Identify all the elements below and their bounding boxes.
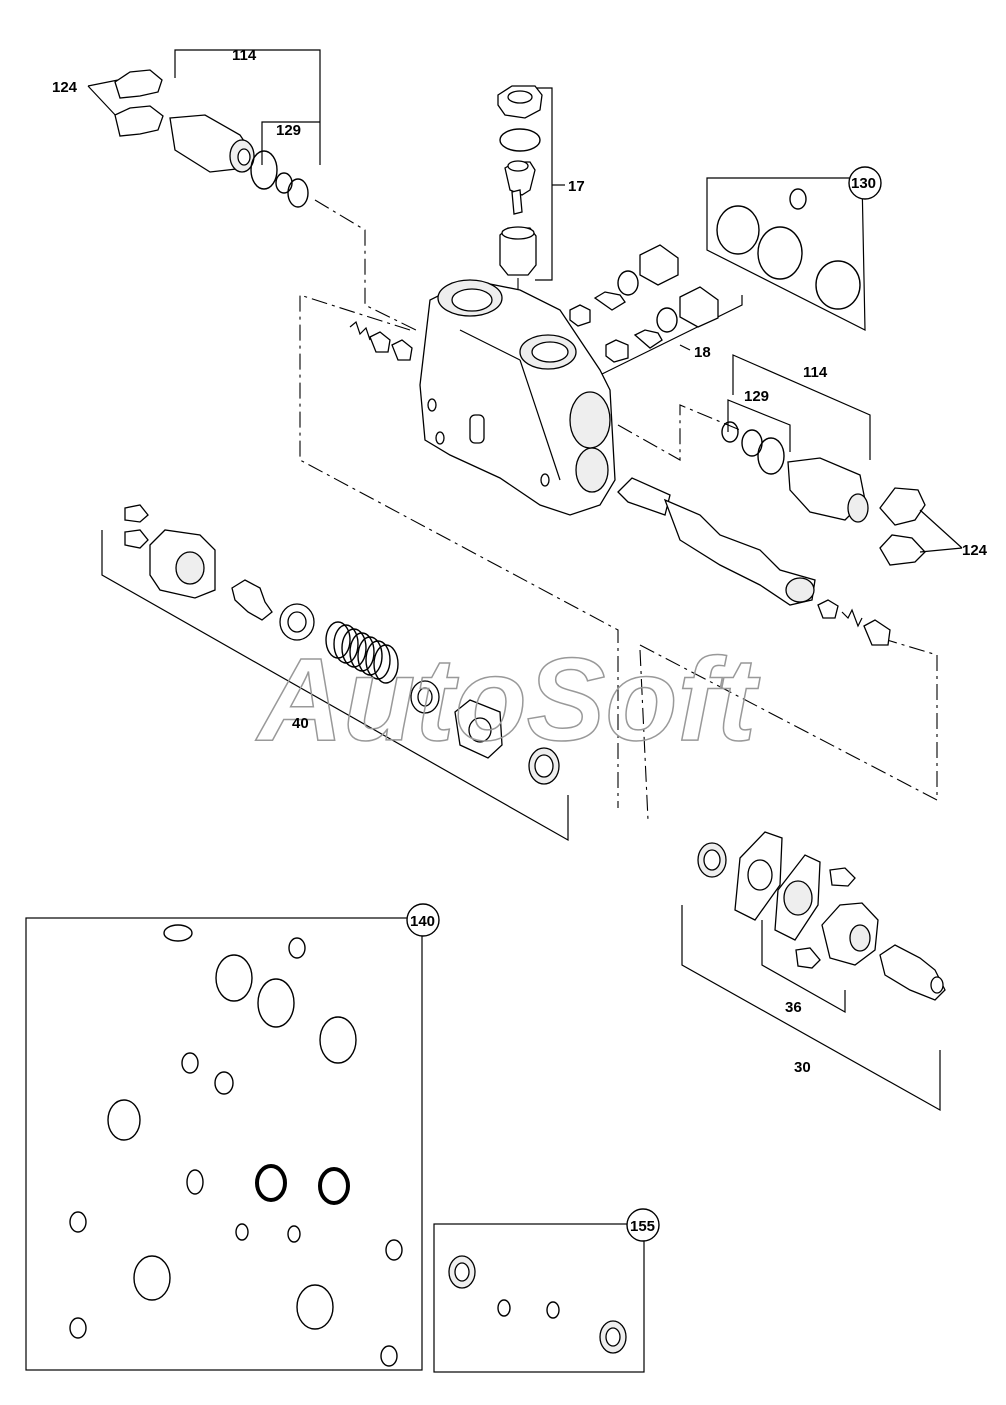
assembly-outline-left — [299, 294, 619, 808]
label-124-right: 124 — [962, 542, 988, 559]
label-129-top: 129 — [276, 122, 301, 139]
label-140: 140 — [410, 913, 435, 930]
relief-valve-assembly-right — [721, 354, 963, 566]
relief-valve-assembly-top — [87, 49, 421, 333]
label-124-top: 124 — [52, 79, 78, 96]
label-114-top: 114 — [232, 47, 257, 64]
cap-assembly-30 — [681, 831, 946, 1112]
label-40: 40 — [292, 715, 309, 732]
label-155: 155 — [630, 1218, 655, 1235]
seal-kit-155 — [433, 1208, 660, 1373]
assembly-outline-right — [617, 404, 741, 461]
left-plunger-spring — [349, 320, 413, 361]
label-130: 130 — [851, 175, 876, 192]
check-valve-set-18 — [569, 244, 743, 376]
label-17: 17 — [568, 178, 585, 195]
seal-kit-140 — [25, 903, 440, 1371]
label-18: 18 — [694, 344, 711, 361]
label-36: 36 — [785, 999, 802, 1016]
label-129-right: 129 — [744, 388, 769, 405]
assembly-outline-lower — [639, 639, 938, 801]
label-114-right: 114 — [803, 364, 828, 381]
seal-kit-130 — [706, 166, 882, 331]
valve-body-housing — [419, 279, 616, 516]
cap-assembly-40 — [101, 504, 569, 842]
label-30: 30 — [794, 1059, 811, 1076]
cap-spring — [325, 621, 399, 684]
spool — [617, 477, 891, 646]
watermark-text: AutoSoft — [255, 634, 761, 766]
plug-assembly-17 — [497, 85, 565, 325]
